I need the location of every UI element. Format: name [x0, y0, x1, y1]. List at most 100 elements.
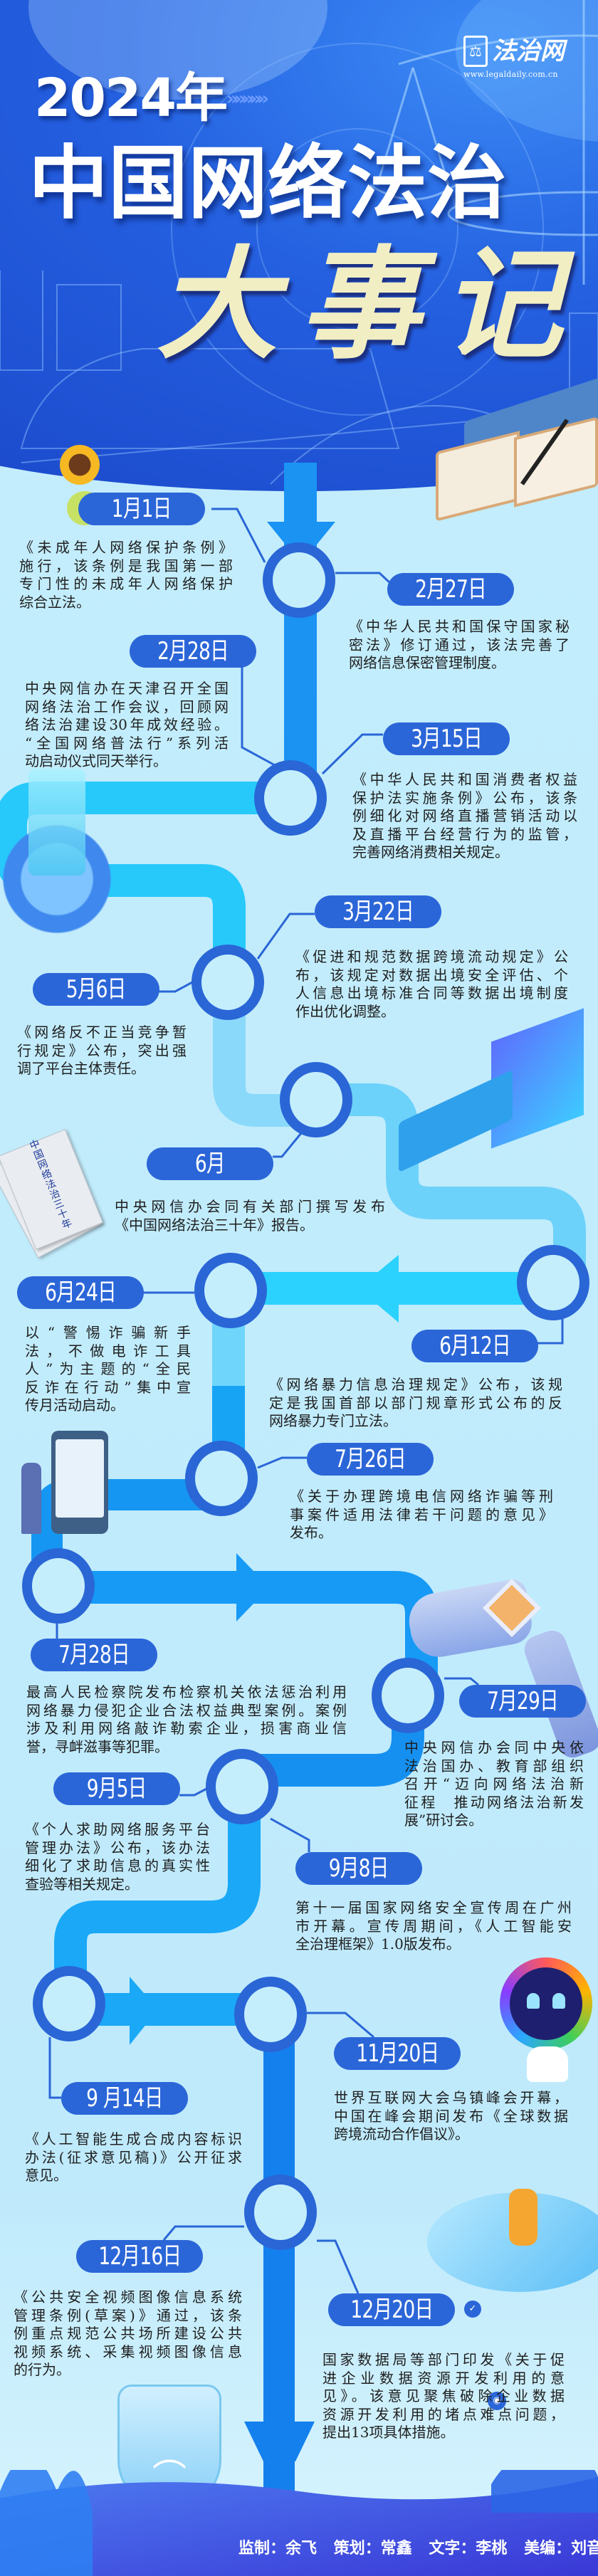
timeline-node-ring: [22, 1548, 95, 1624]
timeline-node-ring: [244, 2175, 317, 2250]
scales-of-justice-icon: [369, 0, 598, 285]
event-date: 3月22日: [342, 898, 414, 926]
logo-mark-icon: ⚖: [463, 36, 488, 67]
event-description-line: 国家数据局等部门印发《关于促: [322, 2351, 565, 2368]
wifi-icon: ︵: [152, 2434, 187, 2474]
event-date-pill: 5月6日: [33, 973, 159, 1006]
event-description-line: 细化了求助信息的真实性: [25, 1857, 210, 1874]
event-description-line: 《关于办理跨境电信网络诈骗等刑: [290, 1488, 553, 1505]
event-description-line: 展”研讨会。: [404, 1812, 483, 1829]
event-description-line: 《中华人民共和国消费者权益: [352, 771, 577, 788]
event-description-line: 事案件适用法律若干问题的意见》: [290, 1505, 553, 1523]
sunflower-icon: [60, 445, 100, 485]
event-date-pill: 7月28日: [31, 1639, 157, 1671]
event-description-line: 见》。该意见聚焦破除企业数据: [322, 2387, 565, 2404]
event-description: 以“警惕诈骗新手法，不做电诈工具人”为主题的“全民反诈在行动”集中宣传月活动启动…: [25, 1324, 191, 1415]
event-description-line: 保护法实施条例》公布，该条: [352, 789, 577, 806]
event-description-line: 资源开发利用的堵点难点问题，: [322, 2405, 565, 2423]
arrow-left-icon: [358, 1255, 399, 1323]
event-date-pill: 9 月14日: [61, 2082, 188, 2115]
data-tower-icon: [28, 769, 85, 876]
timeline-node-ring: [280, 1062, 352, 1137]
event-description: 《人工智能生成合成内容标识办法(征求意见稿)》公开征求意见。: [25, 2130, 242, 2185]
event-description: 《关于办理跨境电信网络诈骗等刑事案件适用法律若干问题的意见》发布。: [290, 1488, 553, 1542]
event-date-pill: 9月5日: [53, 1772, 180, 1805]
event-description: 《中华人民共和国保守国家秘密法》修订通过，该法完善了网络信息保密管理制度。: [349, 618, 570, 673]
header-banner: [0, 0, 598, 491]
event-description-line: 法，不做电诈工具: [25, 1342, 191, 1360]
event-description: 国家数据局等部门印发《关于促进企业数据资源开发利用的意见》。该意见聚焦破除企业数…: [322, 2351, 565, 2442]
event-description-line: 《网络反不正当竞争暂: [17, 1024, 187, 1041]
page-title: 中国网络法治: [28, 137, 507, 230]
credits: 监制：余飞 策划：常鑫 文字：李桃 美编：刘音: [238, 2535, 598, 2558]
event-description-line: 管理条例(草案)》通过，该条: [14, 2306, 242, 2324]
event-description-line: 《个人求助网络服务平台: [25, 1821, 210, 1838]
event-description-line: 网络法治工作会议，回顾网: [25, 698, 229, 715]
event-date-pill: 12月20日: [328, 2293, 455, 2326]
arrow-right-icon: [130, 1977, 158, 2045]
event-description-line: 行规定》公布，突出强: [17, 1041, 187, 1059]
event-description-line: 提出13项具体措施。: [322, 2424, 455, 2441]
event-description-line: 《促进和规范数据跨境流动规定》公: [295, 948, 568, 965]
event-description-line: 《网络暴力信息治理规定》公布，该规: [269, 1376, 562, 1393]
event-description-line: 调了平台主体责任。: [17, 1060, 145, 1077]
timeline-node-ring: [194, 1253, 267, 1328]
event-description-line: 人信息出境标准合同等数据出境制度: [295, 984, 568, 1002]
timeline-node-ring: [263, 542, 335, 618]
timeline-node-ring: [372, 1658, 444, 1733]
logo-name: 法治网: [492, 37, 565, 65]
event-description-line: 施行，该条例是我国第一部: [19, 557, 233, 574]
event-date: 7月28日: [58, 1641, 130, 1669]
event-description-line: 动启动仪式同天举行。: [25, 752, 167, 769]
credit-supervisor: 监制：余飞: [238, 2540, 318, 2557]
event-date: 9月5日: [87, 1775, 147, 1803]
logo-url: www.legaldaily.com.cn: [463, 70, 558, 79]
event-date-pill: 3月22日: [315, 895, 441, 928]
legaldaily-logo: ⚖法治网 www.legaldaily.com.cn: [463, 36, 565, 80]
police-officer-icon: [21, 1463, 41, 1534]
event-description-line: 中央网信办会同有关部门撰写发布: [115, 1198, 385, 1215]
event-description-line: 第十一届国家网络安全宣传周在广州: [295, 1899, 572, 1916]
event-description-line: 反诈在行动”集中宣: [25, 1378, 191, 1396]
event-date-pill: 1月1日: [78, 493, 205, 525]
event-description-line: 中国在峰会期间发布《全球数据: [334, 2107, 568, 2125]
event-date: 6月: [195, 1150, 226, 1178]
event-description-line: 络法治建设30年成效经验。: [25, 716, 229, 733]
timeline-node-ring: [33, 1966, 105, 2041]
chevron-arrows-icon: »»»»»: [226, 88, 269, 110]
timeline-segment: [242, 1696, 424, 1787]
event-description-line: 传月活动启动。: [25, 1397, 125, 1414]
event-description-line: 市开幕。宣传周期间，《人工智能安: [295, 1917, 572, 1935]
event-description-line: 完善网络消费相关规定。: [352, 843, 509, 861]
event-date: 2月27日: [415, 575, 487, 604]
event-description: 《公共安全视频图像信息系统管理条例(草案)》通过，该条例重点规范公共场所建设公共…: [14, 2288, 242, 2380]
title-year: 2024年: [34, 68, 228, 129]
event-date-pill: 2月27日: [387, 573, 514, 606]
event-description-line: 网络暴力专门立法。: [269, 1412, 397, 1429]
event-description-line: 中央网信办会同中央依: [404, 1739, 584, 1756]
bottom-wave: [0, 2470, 598, 2576]
event-description: 《个人求助网络服务平台管理办法》公布，该办法细化了求助信息的真实性查验等相关规定…: [25, 1821, 210, 1893]
event-description-line: 网络信息保密管理制度。: [349, 654, 505, 671]
event-description-line: 管理办法》公布，该办法: [25, 1839, 210, 1856]
event-description-line: 《中国网络法治三十年》报告。: [115, 1216, 314, 1234]
event-description-line: 定是我国首部以部门规章形式公布的反: [269, 1394, 562, 1411]
event-description-line: 跨境流动合作倡议》。: [334, 2125, 469, 2143]
event-description-line: 召开“迈向网络法治新: [404, 1775, 584, 1792]
timeline-node-ring: [517, 1245, 589, 1320]
event-date-pill: 7月29日: [459, 1685, 586, 1718]
event-date-pill: 6月12日: [411, 1330, 538, 1362]
event-description-line: 例细化对网络直播营销活动以: [352, 807, 577, 824]
event-description-line: 查验等相关规定。: [25, 1875, 139, 1893]
credit-planner: 策划：常鑫: [333, 2540, 412, 2557]
event-description: 世界互联网大会乌镇峰会开幕，中国在峰会期间发布《全球数据跨境流动合作倡议》。: [334, 2089, 568, 2144]
event-date-pill: 3月15日: [383, 722, 510, 755]
event-description-line: 《中华人民共和国保守国家秘: [349, 618, 570, 635]
timeline-node-ring: [185, 1441, 258, 1516]
arrow-down-icon: [244, 2422, 315, 2461]
page-subtitle: 大事记: [157, 233, 584, 376]
event-description-line: 最高人民检察院发布检察机关依法惩治利用: [26, 1683, 347, 1700]
person-with-laptop-icon: [509, 2189, 537, 2246]
event-date: 6月12日: [439, 1332, 511, 1360]
timeline-segment: [213, 982, 316, 1127]
